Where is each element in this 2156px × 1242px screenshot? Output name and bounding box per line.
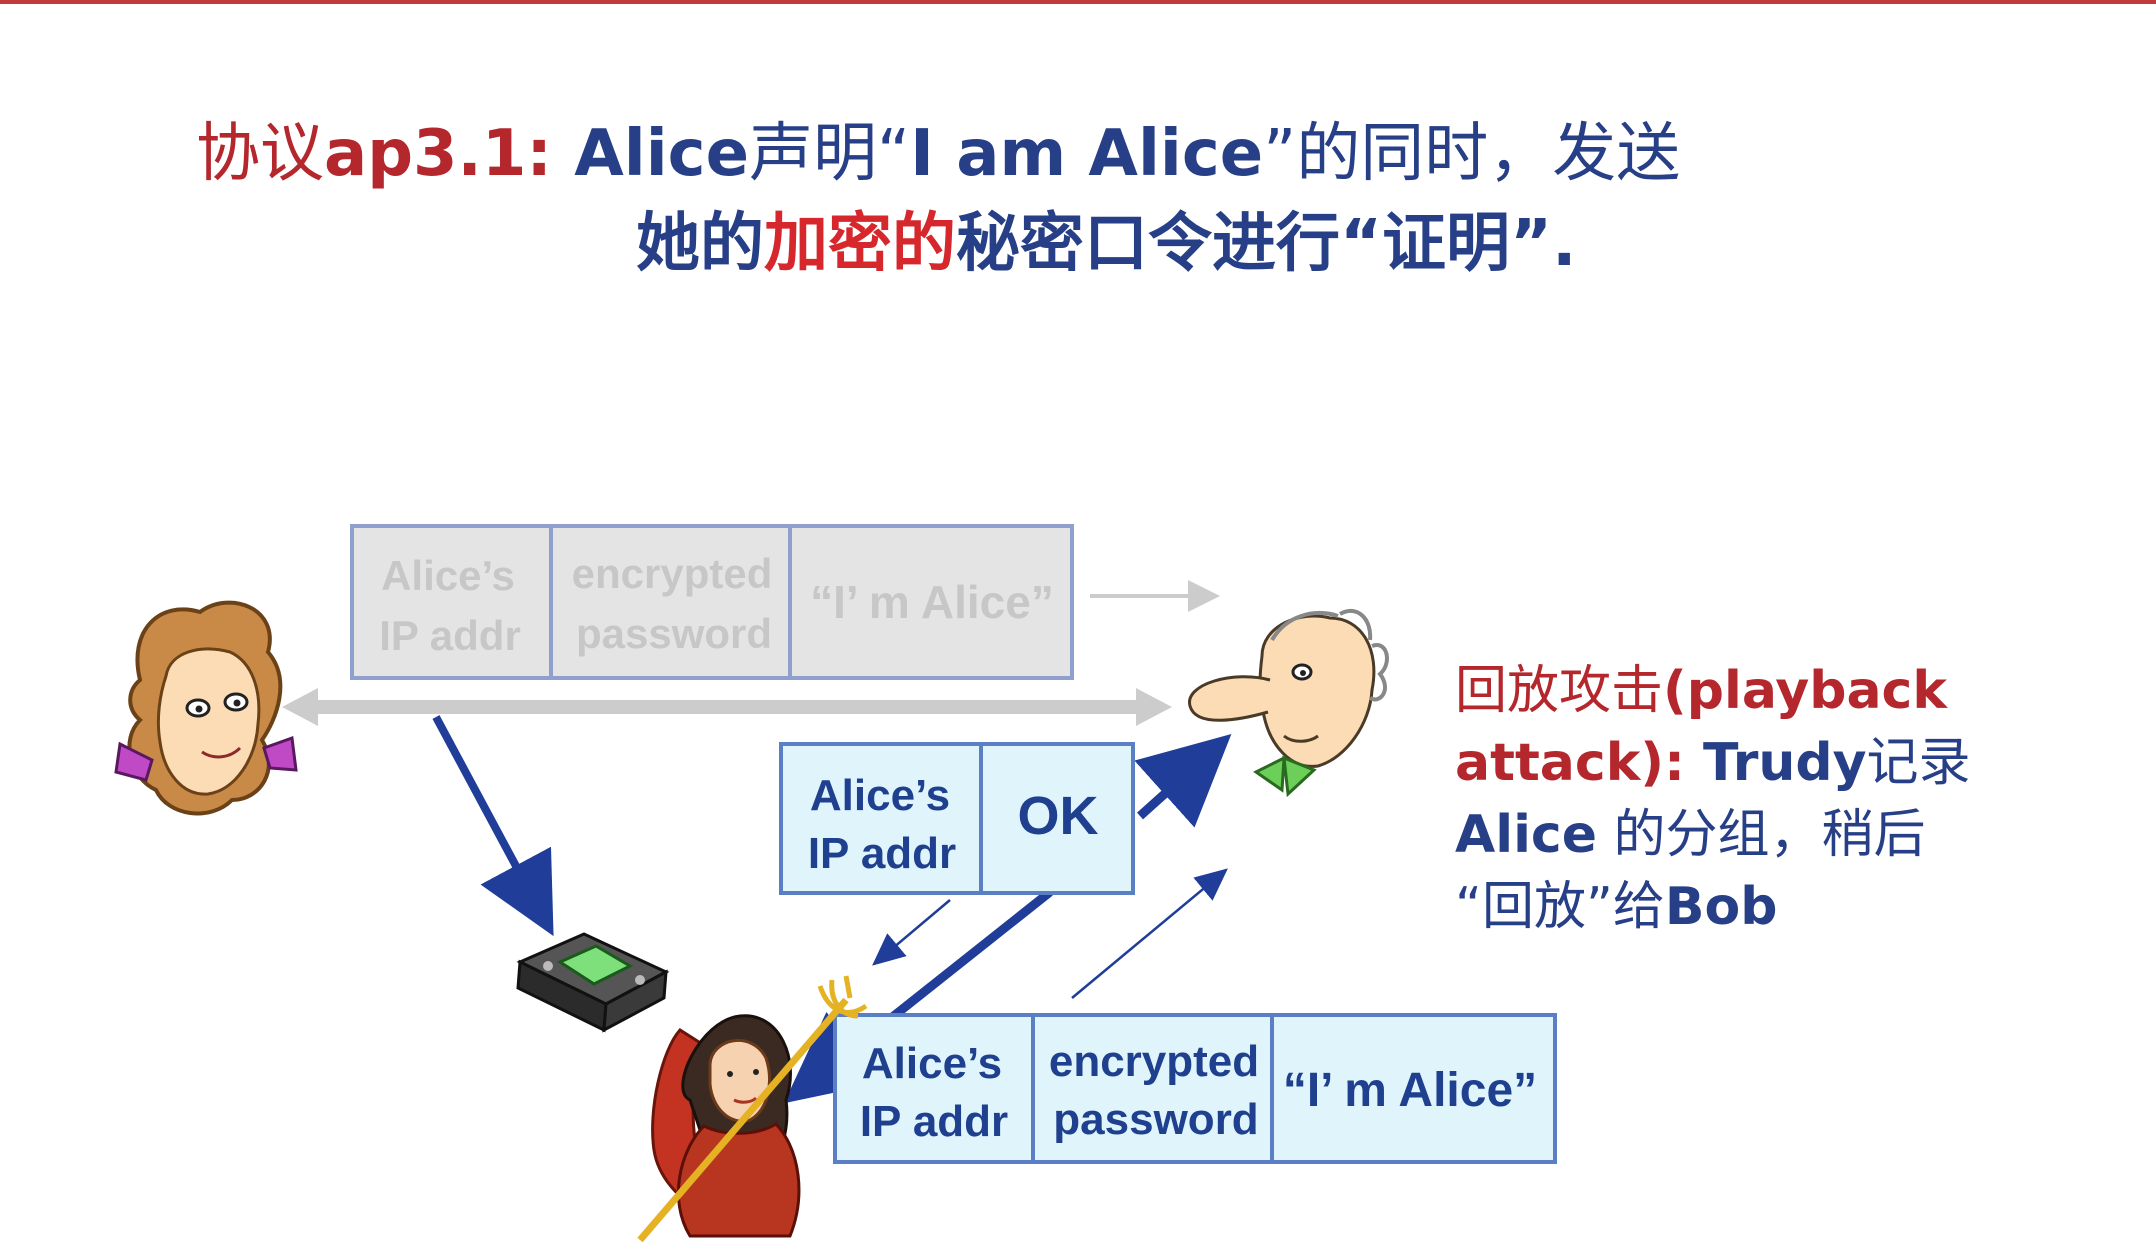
proof-text: 秘密口令进行“证明”. [956, 207, 1577, 281]
alice-bob-link [282, 688, 1172, 726]
replay-message: Alice’s IP addr encrypted password “I’ m… [833, 1013, 1557, 1164]
playback-attack-note: 回放攻击(playback attack): Trudy记录 Alice 的分组… [1455, 655, 2015, 943]
note-records: 记录 [1866, 733, 1971, 793]
replay-password-label-2: password [1053, 1095, 1258, 1144]
note-alice: Alice [1455, 805, 1597, 865]
note-packets: 的分组，稍后 [1596, 805, 1926, 865]
note-line-4: “回放”给Bob [1455, 871, 2015, 943]
note-attack-en: (playback [1663, 661, 1947, 721]
ok-message-box [779, 742, 1135, 895]
note-attack-en-2: attack): [1455, 733, 1685, 793]
replay-ip-label-1: Alice’s [862, 1039, 1002, 1088]
protocol-id: ap3.1: [324, 117, 552, 191]
thin-replay-arrow [1071, 868, 1228, 999]
link-arrowhead-left [282, 688, 318, 726]
note-line-2: attack): Trudy记录 [1455, 727, 2015, 799]
ghost-claim-label: “I’ m Alice” [810, 576, 1054, 628]
title-line-2: 她的加密的秘密口令进行“证明”. [636, 206, 1576, 282]
ghost-ip-label-1: Alice’s [381, 552, 515, 599]
claim-verb: 声明“ [749, 117, 911, 191]
top-rule [0, 0, 2156, 4]
note-line-3: Alice 的分组，稍后 [1455, 799, 2015, 871]
ghost-message-box [350, 524, 1074, 680]
replay-message-box [833, 1013, 1557, 1164]
claim-rest: ”的同时，发送 [1263, 117, 1681, 191]
note-attack-cn: 回放攻击 [1455, 661, 1664, 721]
ghost-password-label-1: encrypted [572, 550, 773, 597]
replay-claim-label: “I’ m Alice” [1283, 1064, 1537, 1117]
ghost-ip-label-2: IP addr [379, 612, 521, 659]
trudy-figure [637, 975, 868, 1242]
record-arrow [432, 715, 554, 937]
replay-ip-label-2: IP addr [860, 1097, 1008, 1146]
ok-ip-label-1: Alice’s [810, 771, 950, 820]
alice-figure [114, 600, 298, 816]
ok-message: Alice’s IP addr OK [779, 742, 1135, 895]
alice-name: Alice [574, 117, 749, 191]
thin-return-arrow [872, 899, 951, 966]
her-text: 她的 [636, 207, 764, 281]
note-trudy: Trudy [1684, 733, 1867, 793]
title-line-1: 协议ap3.1: Alice声明“I am Alice”的同时，发送 [196, 116, 1680, 192]
ghost-password-label-2: password [576, 610, 772, 657]
replay-password-label-1: encrypted [1049, 1037, 1259, 1086]
ghost-message: Alice’s IP addr encrypted password “I’ m… [350, 524, 1074, 680]
to-bob-arrow [1134, 733, 1232, 828]
claim-quote: I am Alice [910, 117, 1264, 191]
note-replay: “回放”给 [1455, 877, 1665, 937]
protocol-label: 协议 [196, 117, 324, 191]
ok-label: OK [1018, 786, 1099, 846]
encrypted-text: 加密的 [764, 207, 956, 281]
recorder-device [516, 932, 670, 1033]
note-line-1: 回放攻击(playback [1455, 655, 2015, 727]
bob-figure [1188, 609, 1389, 798]
ok-ip-label-2: IP addr [808, 829, 956, 878]
note-bob: Bob [1664, 877, 1778, 937]
link-arrowhead-right [1136, 688, 1172, 726]
